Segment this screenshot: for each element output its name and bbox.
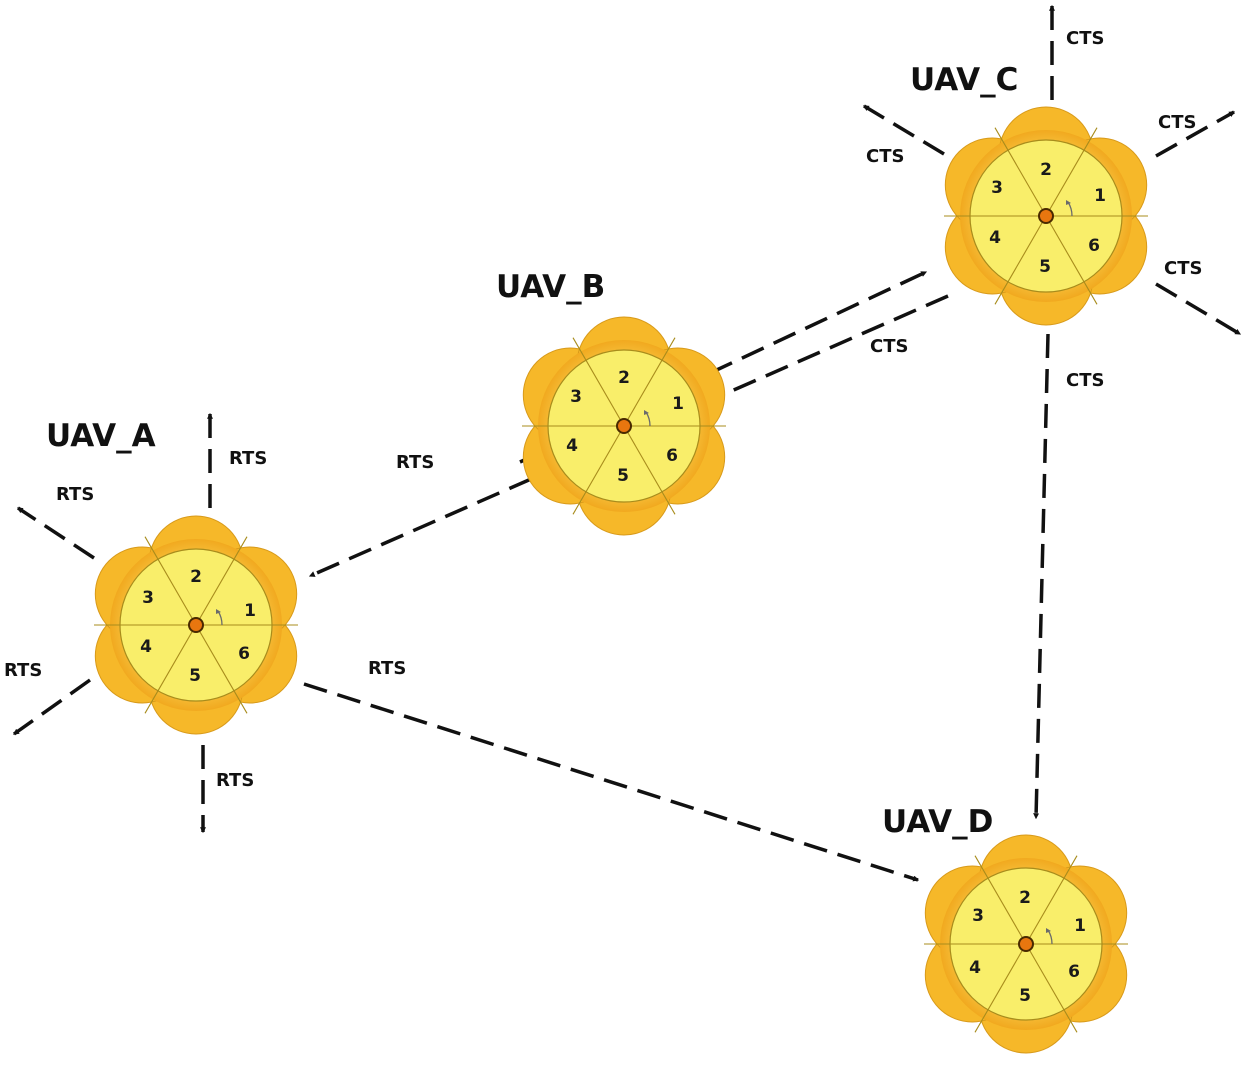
uav-d-sector-1: 1 <box>1074 916 1086 936</box>
uav-a-sector-6: 6 <box>238 644 250 664</box>
uav-c-sector-1: 1 <box>1094 186 1106 206</box>
uav-b-antenna-icon <box>522 316 726 536</box>
uav-d-sector-4: 4 <box>969 958 981 978</box>
cts-label-c-downright: CTS <box>1164 258 1202 279</box>
nodes-group: 1 2 3 4 5 6 1 2 3 4 5 6 1 2 3 4 5 6 1 <box>94 106 1148 1054</box>
cts-arrow-c-to-a <box>308 294 949 578</box>
uav-node-c: 1 2 3 4 5 6 <box>944 106 1148 326</box>
uav-d-title: UAV_D <box>882 804 993 840</box>
uav-c-sector-3: 3 <box>991 178 1003 198</box>
uav-a-sector-5: 5 <box>189 666 201 686</box>
uav-b-sector-4: 4 <box>566 436 578 456</box>
cts-arrow-c-upleft <box>862 104 945 156</box>
uav-a-sector-1: 1 <box>244 601 256 621</box>
cts-arrow-c-to-d <box>1033 333 1050 820</box>
cts-arrow-c-downright <box>1155 282 1242 336</box>
rts-label-a-upleft: RTS <box>56 484 94 505</box>
uav-node-b: 1 2 3 4 5 6 <box>522 316 726 536</box>
rts-label-a-up: RTS <box>229 448 267 469</box>
uav-a-antenna-icon <box>94 515 298 735</box>
rts-label-a-down: RTS <box>216 770 254 791</box>
uav-b-sector-6: 6 <box>666 446 678 466</box>
uav-node-a: 1 2 3 4 5 6 <box>94 515 298 735</box>
uav-c-antenna-icon <box>944 106 1148 326</box>
uav-a-title: UAV_A <box>46 418 156 454</box>
uav-a-sector-2: 2 <box>190 567 202 587</box>
rts-label-b-to-a: RTS <box>396 452 434 473</box>
uav-c-sector-5: 5 <box>1039 257 1051 277</box>
cts-label-c-to-d: CTS <box>1066 370 1104 391</box>
cts-label-c-upright: CTS <box>1158 112 1196 133</box>
uav-c-title: UAV_C <box>910 62 1018 98</box>
rts-arrow-a-to-d <box>303 682 920 882</box>
uav-d-sector-2: 2 <box>1019 888 1031 908</box>
cts-label-c-upleft: CTS <box>866 146 904 167</box>
uav-d-sector-5: 5 <box>1019 986 1031 1006</box>
uav-c-sector-2: 2 <box>1040 160 1052 180</box>
uav-node-d: 1 2 3 4 5 6 <box>924 834 1128 1054</box>
uav-d-antenna-icon <box>924 834 1128 1054</box>
uav-c-sector-4: 4 <box>989 228 1001 248</box>
links-group <box>12 4 1242 882</box>
cts-arrow-c-upright <box>1155 110 1236 158</box>
cts-label-c-up: CTS <box>1066 28 1104 49</box>
rts-label-a-downleft: RTS <box>4 660 42 681</box>
rts-arrow-a-downleft <box>12 678 92 736</box>
uav-b-sector-2: 2 <box>618 368 630 388</box>
uav-b-sector-1: 1 <box>672 394 684 414</box>
uav-a-sector-3: 3 <box>142 588 154 608</box>
uav-a-sector-4: 4 <box>140 637 152 657</box>
cts-label-c-to-a: CTS <box>870 336 908 357</box>
uav-b-title: UAV_B <box>496 269 605 305</box>
uav-b-sector-5: 5 <box>617 466 629 486</box>
rts-arrow-a-upleft <box>16 506 95 560</box>
uav-b-sector-3: 3 <box>570 387 582 407</box>
rts-label-a-to-d: RTS <box>368 658 406 679</box>
uav-d-sector-3: 3 <box>972 906 984 926</box>
uav-c-sector-6: 6 <box>1088 236 1100 256</box>
uav-d-sector-6: 6 <box>1068 962 1080 982</box>
